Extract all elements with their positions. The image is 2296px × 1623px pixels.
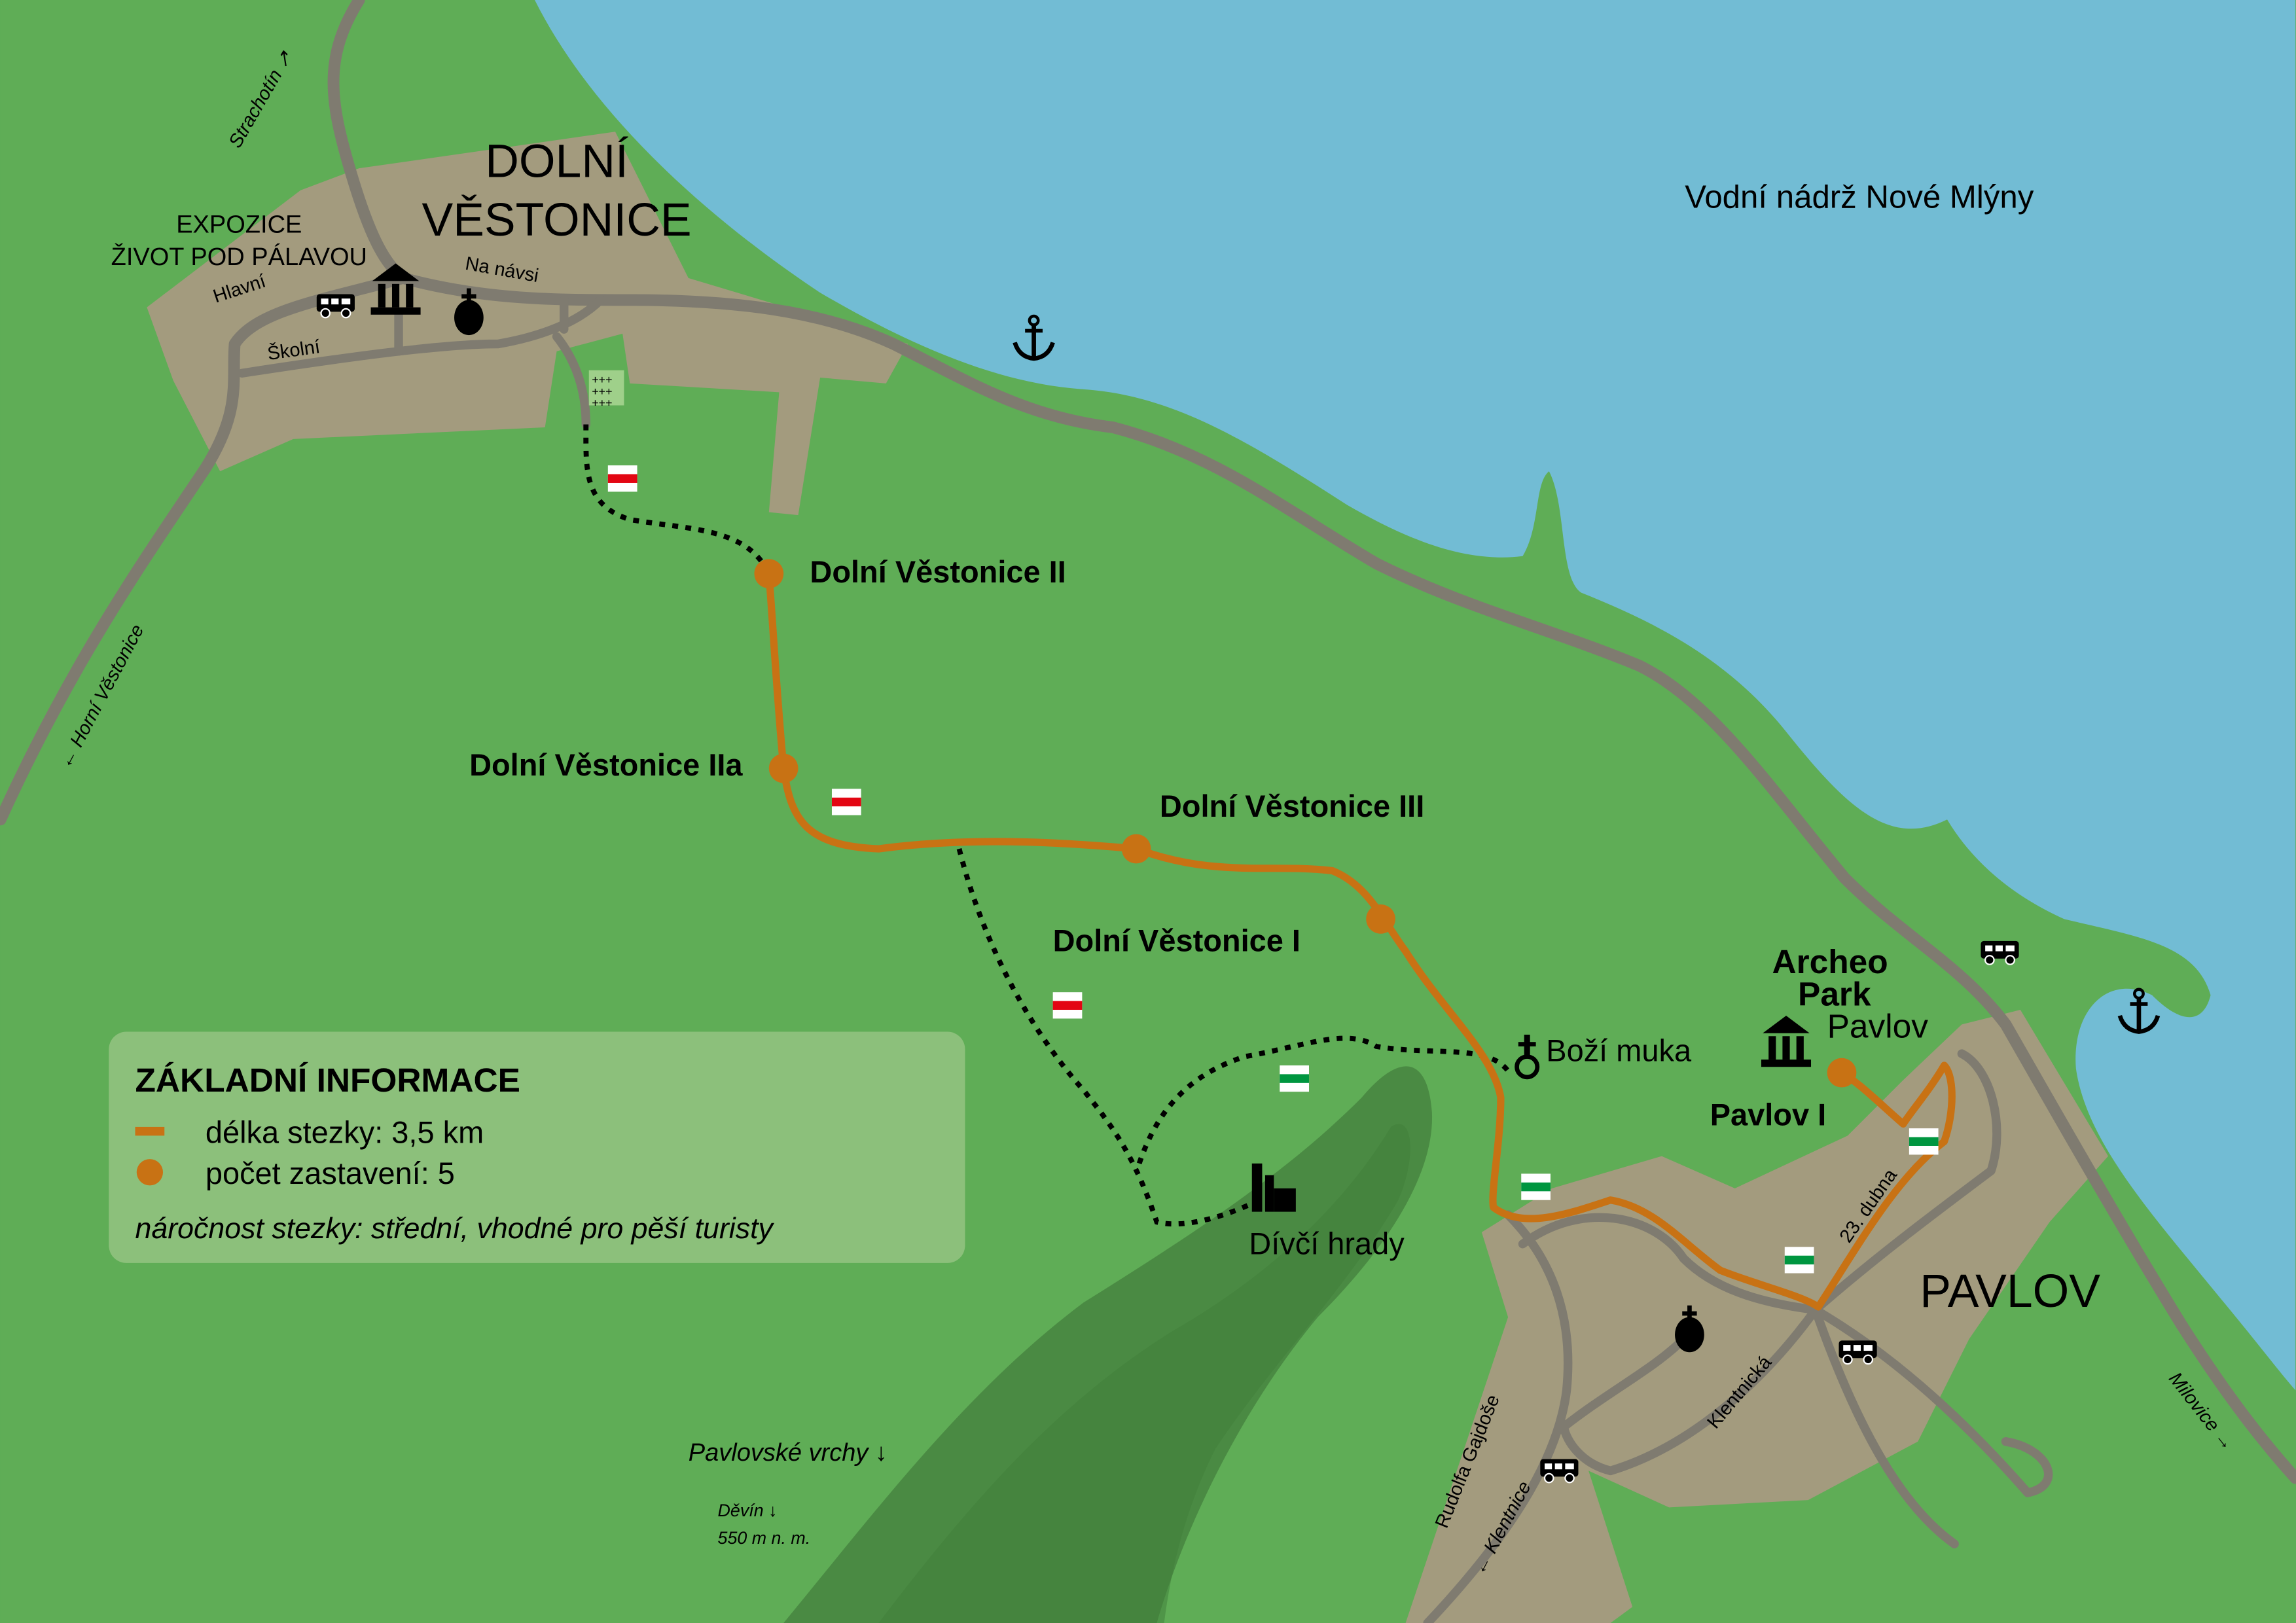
town-pavlov — [1405, 1010, 2108, 1623]
place-archeopark-1: Archeo — [1772, 942, 1888, 980]
trail-marker-green-icon — [1521, 1173, 1551, 1200]
place-divci-hrady: Dívčí hrady — [1249, 1226, 1405, 1260]
trail-marker-red-icon — [831, 789, 861, 815]
stop-label: Dolní Věstonice III — [1160, 789, 1424, 823]
trail-marker-green-icon — [1909, 1128, 1939, 1155]
stop-pavlov-i[interactable] — [1827, 1058, 1857, 1088]
stop-label: Dolní Věstonice II — [810, 554, 1066, 589]
direction-devin: Děvín ↓ — [718, 1501, 778, 1520]
town-label-dolni-vestonice-1: DOLNÍ — [485, 135, 628, 188]
legend-length: délka stezky: 3,5 km — [206, 1115, 484, 1150]
trail-marker-red-icon — [607, 465, 637, 492]
legend-stop-swatch — [136, 1159, 164, 1186]
cemetery-crosses: +++ — [592, 397, 612, 410]
town-label-dolni-vestonice-2: VĚSTONICE — [422, 194, 691, 246]
stop-dolni-vestonice-i[interactable] — [1366, 904, 1395, 934]
expo-label-2: ŽIVOT POD PÁLAVOU — [111, 243, 367, 271]
legend-difficulty: náročnost stezky: střední, vhodné pro pě… — [135, 1213, 775, 1245]
town-label-pavlov: PAVLOV — [1920, 1265, 2100, 1317]
trail-marker-green-icon — [1784, 1247, 1814, 1274]
stop-label: Dolní Věstonice IIa — [469, 747, 743, 782]
town-dolni-vestonice — [147, 132, 908, 516]
lake-nove-mlyny — [535, 0, 2296, 1391]
legend-stops: počet zastavení: 5 — [206, 1156, 455, 1190]
cemetery-icon — [588, 370, 624, 406]
stop-label: Pavlov I — [1710, 1097, 1826, 1132]
direction-pavlovske-vrchy: Pavlovské vrchy ↓ — [689, 1439, 888, 1467]
place-archeopark-2: Park — [1798, 974, 1871, 1012]
educational-trail — [765, 573, 1956, 1311]
trail-stops — [754, 559, 1857, 1088]
trail-marker-green-icon — [1280, 1065, 1309, 1092]
wayside-cross-icon — [1515, 1035, 1540, 1080]
stop-dolni-vestonice-ii[interactable] — [754, 559, 784, 588]
legend-box: ZÁKLADNÍ INFORMACE délka stezky: 3,5 km … — [109, 1031, 965, 1263]
stop-dolni-vestonice-iii[interactable] — [1121, 834, 1151, 864]
trail-marker-red-icon — [1052, 992, 1083, 1019]
dotted-trails — [583, 424, 1514, 1227]
lake-label: Vodní nádrž Nové Mlýny — [1685, 179, 2034, 215]
devin-altitude: 550 m n. m. — [718, 1528, 811, 1548]
expo-label-1: EXPOZICE — [176, 211, 302, 239]
legend-trail-swatch — [135, 1126, 165, 1136]
place-archeopark-3: Pavlov — [1827, 1007, 1929, 1045]
legend-title: ZÁKLADNÍ INFORMACE — [135, 1061, 520, 1099]
cemetery-crosses: +++ — [592, 385, 612, 398]
stop-label: Dolní Věstonice I — [1053, 923, 1300, 958]
place-bozi-muka: Boží muka — [1546, 1033, 1692, 1067]
cemetery-crosses: +++ — [592, 373, 612, 386]
castle-ruin-icon — [1251, 1163, 1296, 1212]
hill-inner — [878, 1124, 1410, 1623]
stop-dolni-vestonice-iia[interactable] — [768, 753, 798, 783]
